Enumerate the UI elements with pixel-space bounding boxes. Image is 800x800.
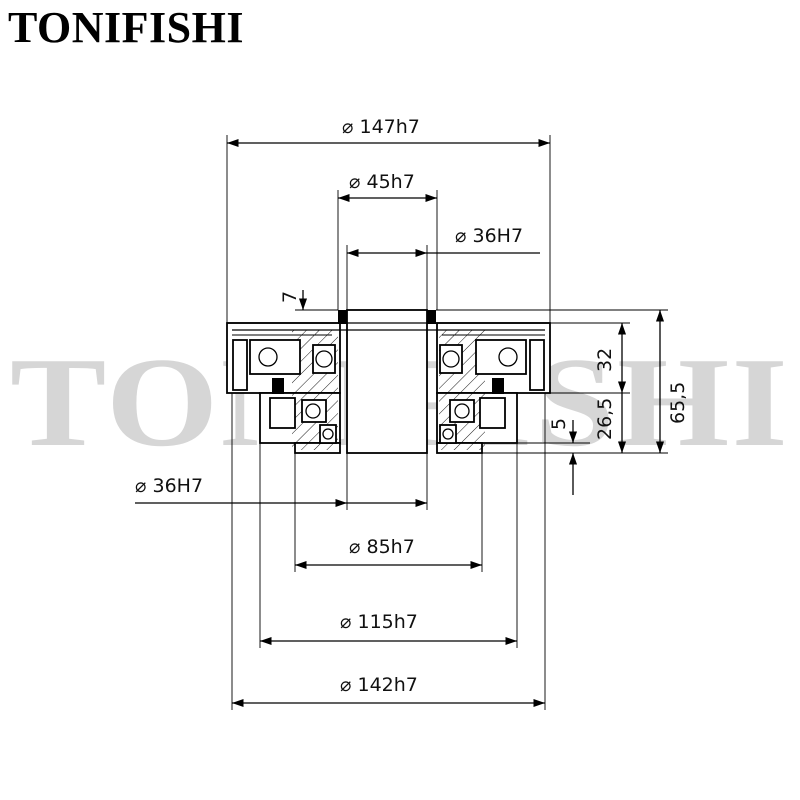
dim-147: ⌀ 147h7	[342, 116, 420, 138]
brand-logo-text: TONIFISHI	[8, 3, 244, 52]
dim-65-5: 65,5	[667, 382, 689, 424]
extension-lines	[226, 135, 668, 710]
dimension-lines	[135, 138, 665, 708]
dim-142: ⌀ 142h7	[340, 674, 418, 696]
dim-26-5: 26,5	[594, 398, 616, 440]
dim-36-left: ⌀ 36H7	[135, 475, 203, 497]
dimension-labels: ⌀ 147h7 ⌀ 45h7 ⌀ 36H7 ⌀ 36H7 ⌀ 85h7 ⌀ 11…	[135, 116, 689, 696]
dim-85: ⌀ 85h7	[349, 536, 415, 558]
dim-36-top: ⌀ 36H7	[455, 225, 523, 247]
dim-45: ⌀ 45h7	[349, 171, 415, 193]
dim-7: 7	[279, 291, 301, 303]
dim-5: 5	[548, 418, 570, 430]
dim-32: 32	[594, 348, 616, 372]
dim-115: ⌀ 115h7	[340, 611, 418, 633]
bearing-cross-section	[226, 309, 551, 454]
